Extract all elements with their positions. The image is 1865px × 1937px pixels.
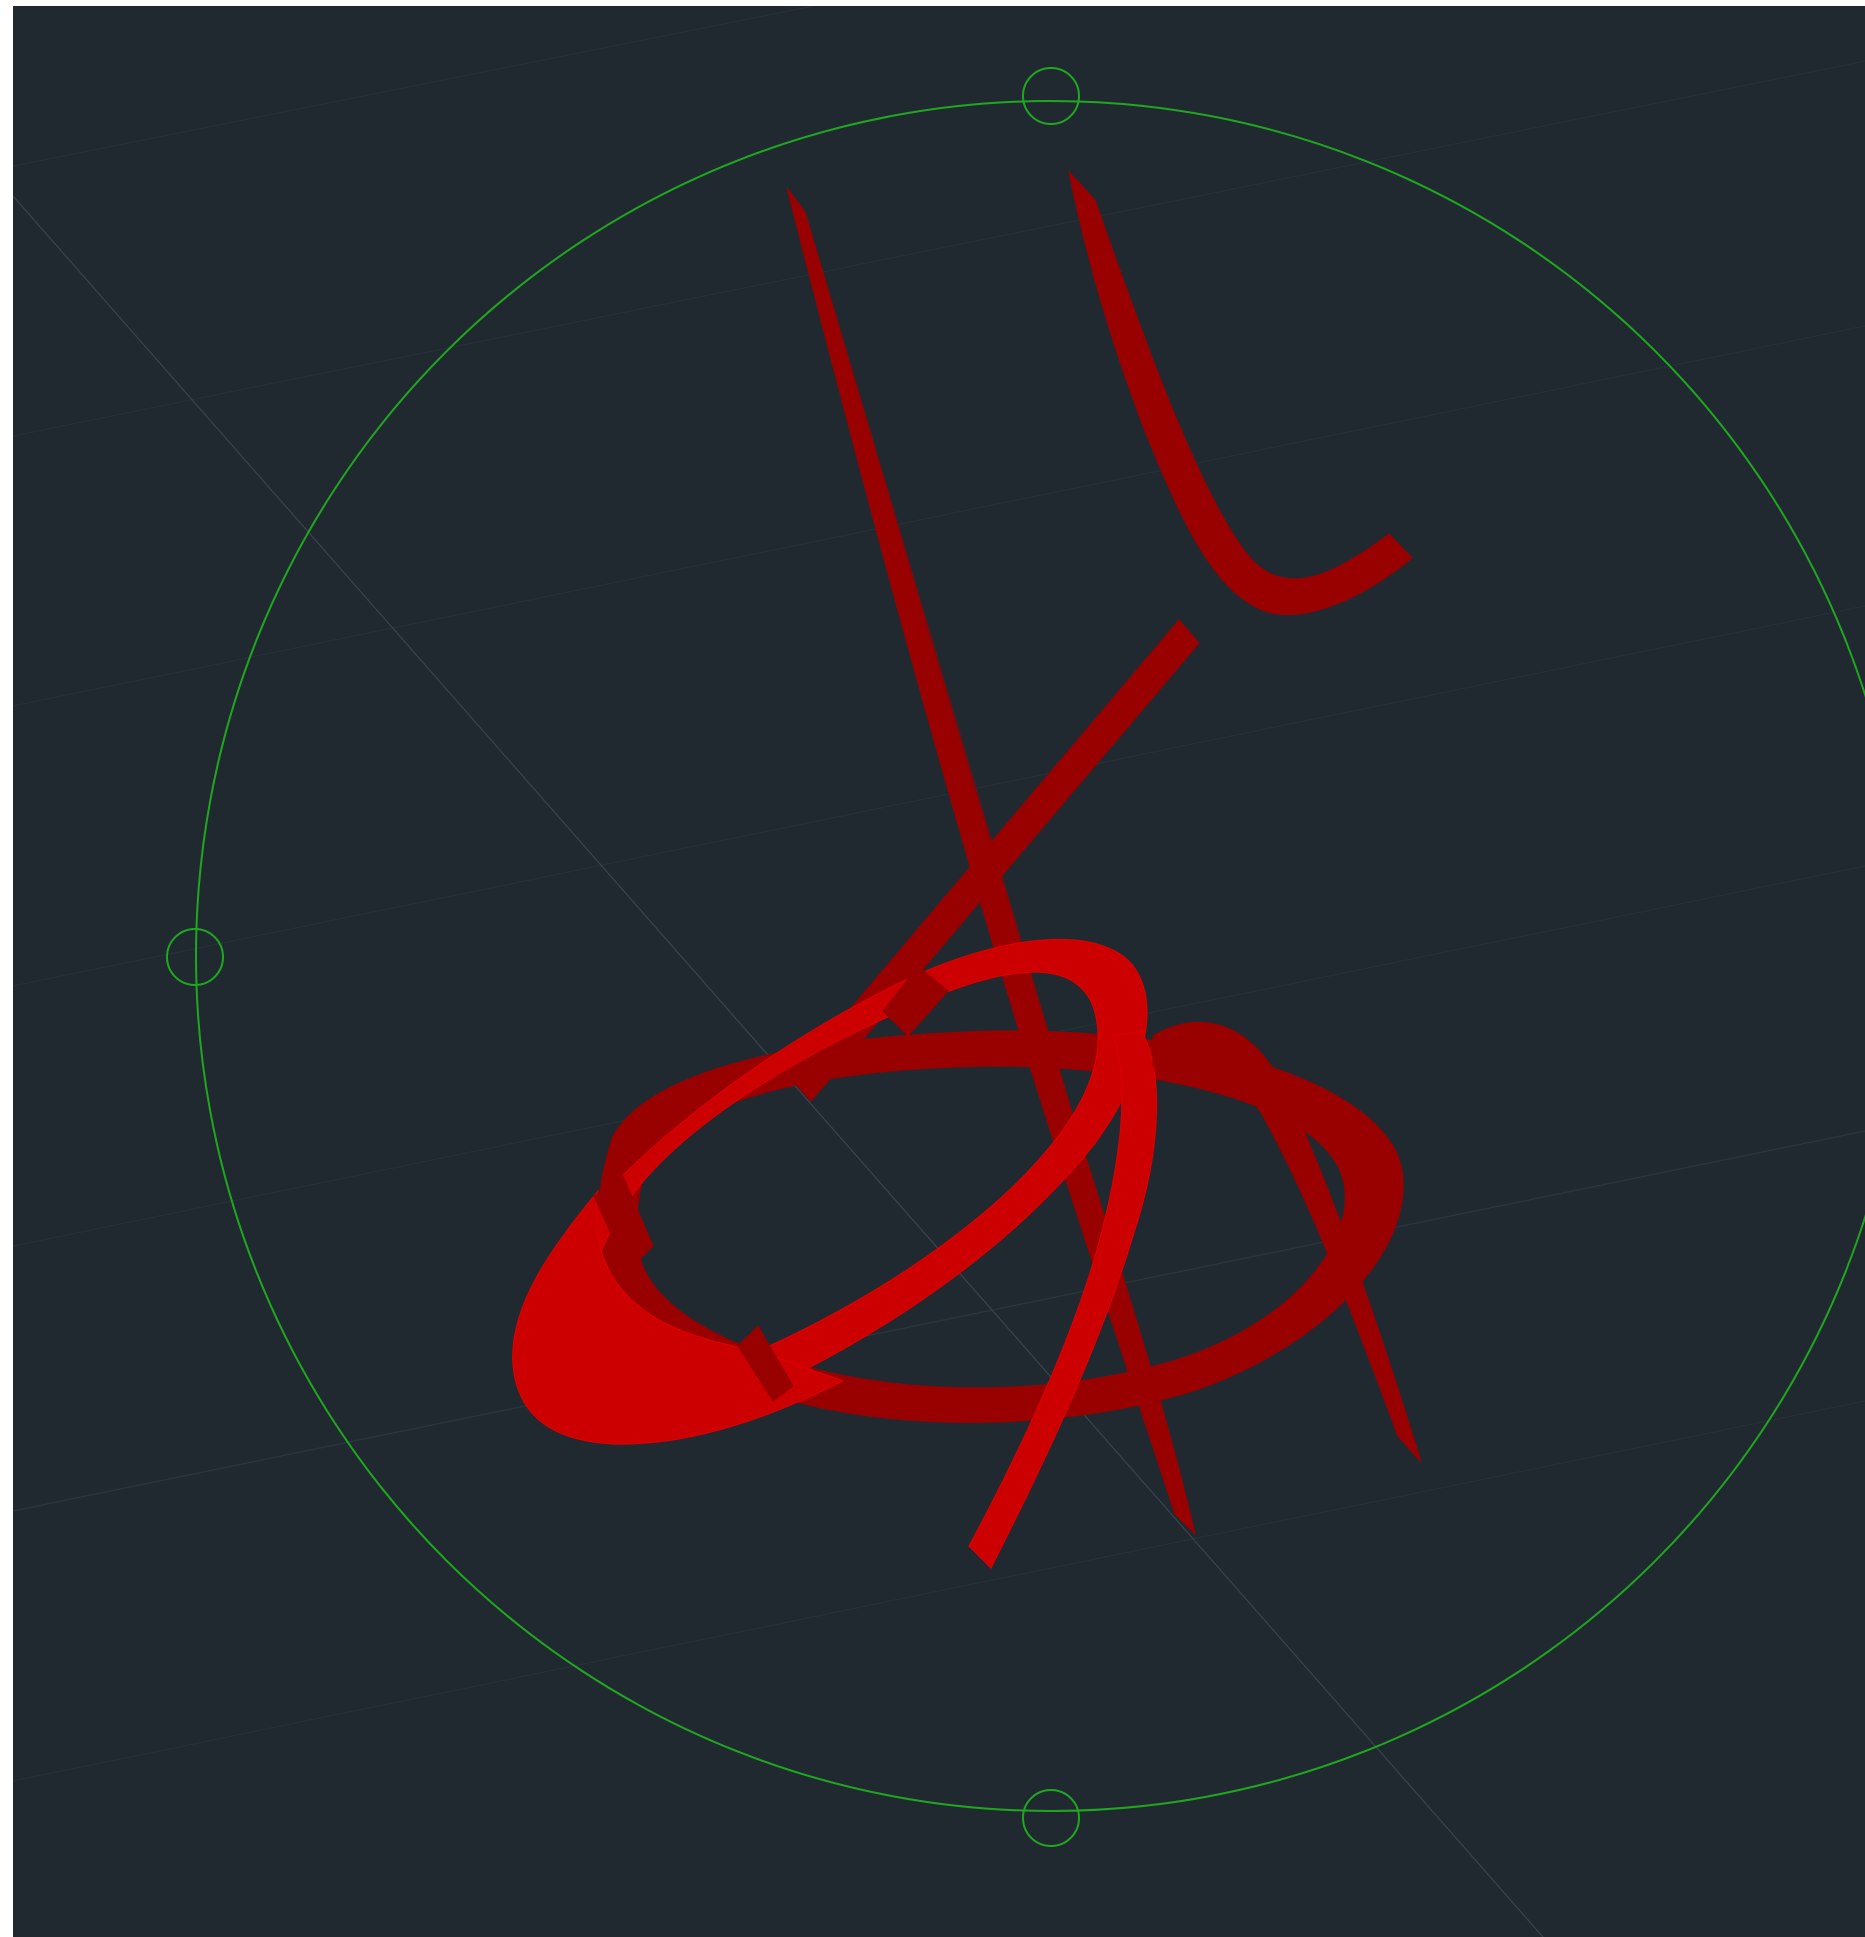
grid-line [13, 60, 1865, 437]
drawing-viewport[interactable] [13, 6, 1865, 1937]
model-space-canvas[interactable] [13, 6, 1865, 1937]
grid-line [13, 325, 1865, 707]
ribbon-right-band[interactable] [1152, 1021, 1422, 1463]
orbit-arcball[interactable] [166, 67, 1865, 1847]
orbit-circle[interactable] [195, 100, 1865, 1812]
grid-line [13, 605, 1865, 987]
ribbon-descending-band[interactable] [968, 1030, 1158, 1569]
grid-line [13, 1400, 1865, 1782]
grid-line [13, 6, 814, 167]
orbit-grip-top[interactable] [1022, 67, 1080, 125]
ribbon-joint[interactable] [593, 1175, 654, 1272]
orbit-grip-left[interactable] [166, 928, 224, 986]
ribbon-joint[interactable] [737, 1325, 794, 1402]
ribbon-joint[interactable] [882, 965, 949, 1037]
ribbon-hook-segment[interactable] [1068, 170, 1413, 615]
ribbon-diagonal-band[interactable] [790, 619, 1200, 1102]
grid-line [13, 1130, 1865, 1512]
orbit-grip-bottom[interactable] [1022, 1789, 1080, 1847]
helix-ribbon-solid[interactable] [512, 170, 1422, 1569]
